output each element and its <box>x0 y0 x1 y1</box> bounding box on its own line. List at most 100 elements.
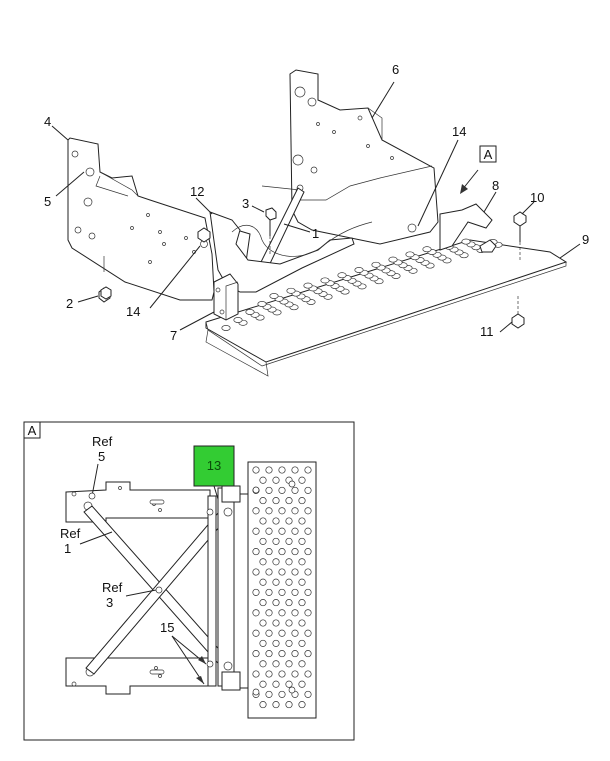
perforation <box>298 537 306 545</box>
perforation <box>272 701 280 709</box>
perforation <box>304 466 312 474</box>
perforation <box>269 293 279 299</box>
perforation <box>265 609 273 617</box>
perforation <box>285 517 293 525</box>
leader-lines <box>51 81 581 333</box>
perforation <box>422 246 432 253</box>
perforation <box>272 476 280 484</box>
ref-5-number: 5 <box>98 449 105 464</box>
perforation <box>304 588 312 596</box>
perforation <box>291 507 299 515</box>
perforation <box>278 466 286 474</box>
perforation <box>405 251 415 258</box>
perforation <box>354 267 364 273</box>
perforation <box>259 619 267 627</box>
callout-6: 6 <box>392 62 399 77</box>
perforation <box>265 507 273 515</box>
perforation <box>298 639 306 647</box>
perforation <box>278 527 286 535</box>
ref-1-number: 1 <box>64 541 71 556</box>
perforation <box>259 660 267 668</box>
perforation <box>245 309 255 315</box>
perforation <box>285 558 293 566</box>
perforation <box>304 527 312 535</box>
detail-label: A <box>28 423 37 438</box>
perforation <box>304 568 312 576</box>
perforation <box>304 670 312 678</box>
perforation <box>272 558 280 566</box>
highlight-callout-box <box>193 445 235 487</box>
perforation <box>265 486 273 494</box>
callout-14-left: 14 <box>126 304 140 319</box>
perforation <box>265 568 273 576</box>
ref-3-label: Ref <box>102 580 123 595</box>
perforation <box>272 517 280 525</box>
callout-2: 2 <box>66 296 73 311</box>
callout-14-right: 14 <box>452 124 466 139</box>
perforation <box>252 650 260 658</box>
perforation <box>221 325 231 331</box>
perforation <box>320 277 330 284</box>
perforation <box>259 680 267 688</box>
perforation <box>278 650 286 658</box>
perforation <box>304 650 312 658</box>
perforation <box>278 690 286 698</box>
perforation <box>285 537 293 545</box>
detail-view-a: A 13 <box>23 421 355 741</box>
perforation <box>285 599 293 607</box>
perforation <box>291 629 299 637</box>
ref-3-number: 3 <box>106 595 113 610</box>
perforation <box>252 507 260 515</box>
callout-13: 13 <box>207 458 221 473</box>
perforation <box>304 507 312 515</box>
perforation <box>252 466 260 474</box>
perforation <box>298 517 306 525</box>
perforation <box>285 680 293 688</box>
perforation <box>304 486 312 494</box>
nut-2 <box>100 286 112 300</box>
main-assembly-view: A 4 5 2 14 12 3 1 6 14 <box>44 62 589 377</box>
perforation <box>272 497 280 505</box>
perforation <box>265 466 273 474</box>
perforation <box>291 568 299 576</box>
perforation <box>304 629 312 637</box>
callout-5: 5 <box>44 194 51 209</box>
callout-7: 7 <box>170 328 177 343</box>
ref-1-label: Ref <box>60 526 81 541</box>
perforation <box>252 568 260 576</box>
perforation <box>233 317 243 323</box>
perforation <box>259 639 267 647</box>
perforation <box>285 639 293 647</box>
perforation <box>298 701 306 709</box>
bolt-3 <box>265 207 277 256</box>
step-plate <box>205 239 568 363</box>
perforation <box>272 599 280 607</box>
detail-bottom-rail <box>65 657 211 695</box>
perforation <box>252 548 260 556</box>
perforation <box>278 568 286 576</box>
perforation <box>278 588 286 596</box>
left-bracket <box>67 137 215 301</box>
perforation <box>272 639 280 647</box>
upper-bracket <box>289 69 439 245</box>
perforation <box>265 629 273 637</box>
perforation <box>252 609 260 617</box>
perforation <box>285 578 293 586</box>
perforation <box>298 578 306 586</box>
callout-8: 8 <box>492 178 499 193</box>
perforation <box>259 537 267 545</box>
perforation <box>278 486 286 494</box>
perforation <box>272 537 280 545</box>
callout-4: 4 <box>44 114 51 129</box>
perforation <box>278 629 286 637</box>
perforation <box>298 599 306 607</box>
callout-1: 1 <box>312 226 319 241</box>
perforation <box>291 466 299 474</box>
perforation <box>265 670 273 678</box>
perforation <box>259 701 267 709</box>
step-plate-perforations <box>221 238 503 331</box>
perforation <box>461 238 471 245</box>
perforation <box>285 660 293 668</box>
perforation <box>278 670 286 678</box>
